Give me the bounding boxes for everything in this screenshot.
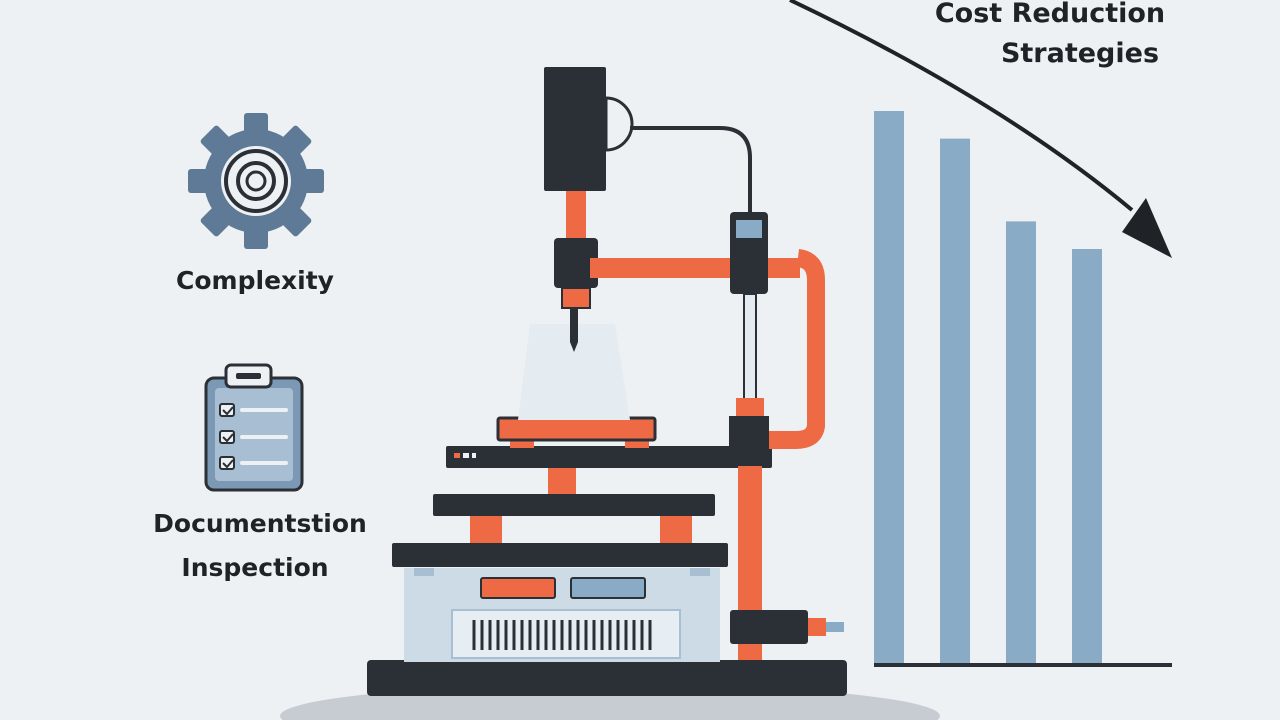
clipboard-checklist-icon: [204, 363, 304, 492]
bar-chart: [874, 111, 1172, 667]
cnc-machine-illustration: [367, 67, 847, 696]
documentation-label-line-2: Inspection: [181, 553, 329, 582]
chart-bar-3: [1006, 221, 1036, 663]
chart-bar-4: [1072, 249, 1102, 663]
downward-trend-arrow: [789, 0, 1172, 258]
chart-bar-2: [940, 138, 970, 664]
title-line-1: Cost Reduction: [934, 0, 1166, 29]
documentation-label-line-1: Documentstion: [153, 509, 367, 538]
title-line-2: Strategies: [1000, 38, 1160, 69]
chart-bar-1: [874, 111, 904, 663]
complexity-label: Complexity: [176, 266, 334, 295]
gear-icon: [188, 113, 324, 249]
